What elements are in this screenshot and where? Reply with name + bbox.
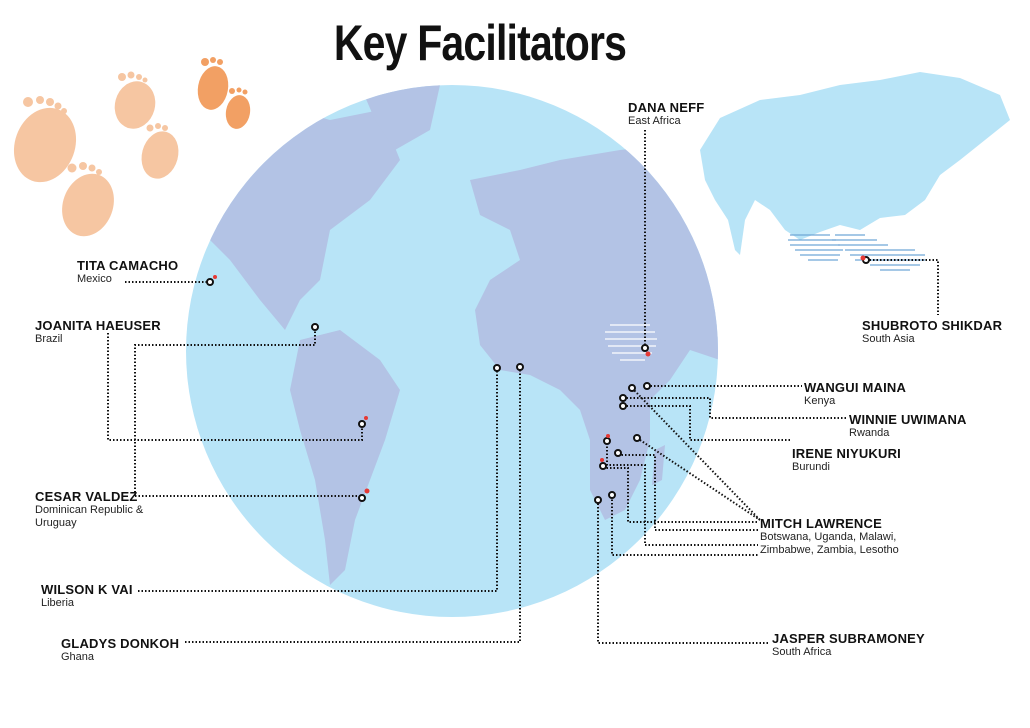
pin-icons — [213, 255, 866, 494]
facilitator-region: South Asia — [862, 333, 915, 345]
facilitator-name: WANGUI MAINA — [804, 380, 907, 395]
facilitator-region: Rwanda — [849, 427, 890, 439]
facilitator-name: SHUBROTO SHIKDAR — [862, 318, 1003, 333]
location-markers — [206, 256, 870, 504]
footprints-icon — [13, 57, 251, 237]
page-title: Key Facilitators — [333, 15, 627, 71]
facilitator-region: South Africa — [772, 646, 832, 658]
facilitator-region: Ghana — [61, 651, 95, 663]
facilitator-name: JASPER SUBRAMONEY — [772, 631, 925, 646]
facilitator-name: DANA NEFF — [628, 100, 705, 115]
facilitator-name: GLADYS DONKOH — [61, 636, 180, 651]
facilitator-region: Liberia — [41, 597, 75, 609]
globe — [186, 85, 718, 617]
facilitator-name: MITCH LAWRENCE — [760, 516, 882, 531]
facilitator-region: East Africa — [628, 115, 681, 127]
facilitator-name: JOANITA HAEUSER — [35, 318, 161, 333]
facilitator-name: WILSON K VAI — [41, 582, 133, 597]
facilitator-region: Burundi — [792, 461, 830, 473]
facilitator-name: IRENE NIYUKURI — [792, 446, 901, 461]
facilitator-name: CESAR VALDEZ — [35, 489, 138, 504]
facilitator-region: Zimbabwe, Zambia, Lesotho — [760, 544, 899, 556]
facilitator-region: Mexico — [77, 273, 112, 285]
facilitator-region: Botswana, Uganda, Malawi, — [760, 531, 897, 543]
connector-lines — [107, 130, 939, 644]
facilitator-name: TITA CAMACHO — [77, 258, 179, 273]
asia-map — [700, 72, 1010, 271]
facilitator-region: Uruguay — [35, 517, 77, 529]
facilitator-region: Brazil — [35, 333, 63, 345]
facilitator-region: Dominican Republic & — [35, 504, 144, 516]
facilitator-region: Kenya — [804, 395, 836, 407]
facilitator-name: WINNIE UWIMANA — [849, 412, 967, 427]
